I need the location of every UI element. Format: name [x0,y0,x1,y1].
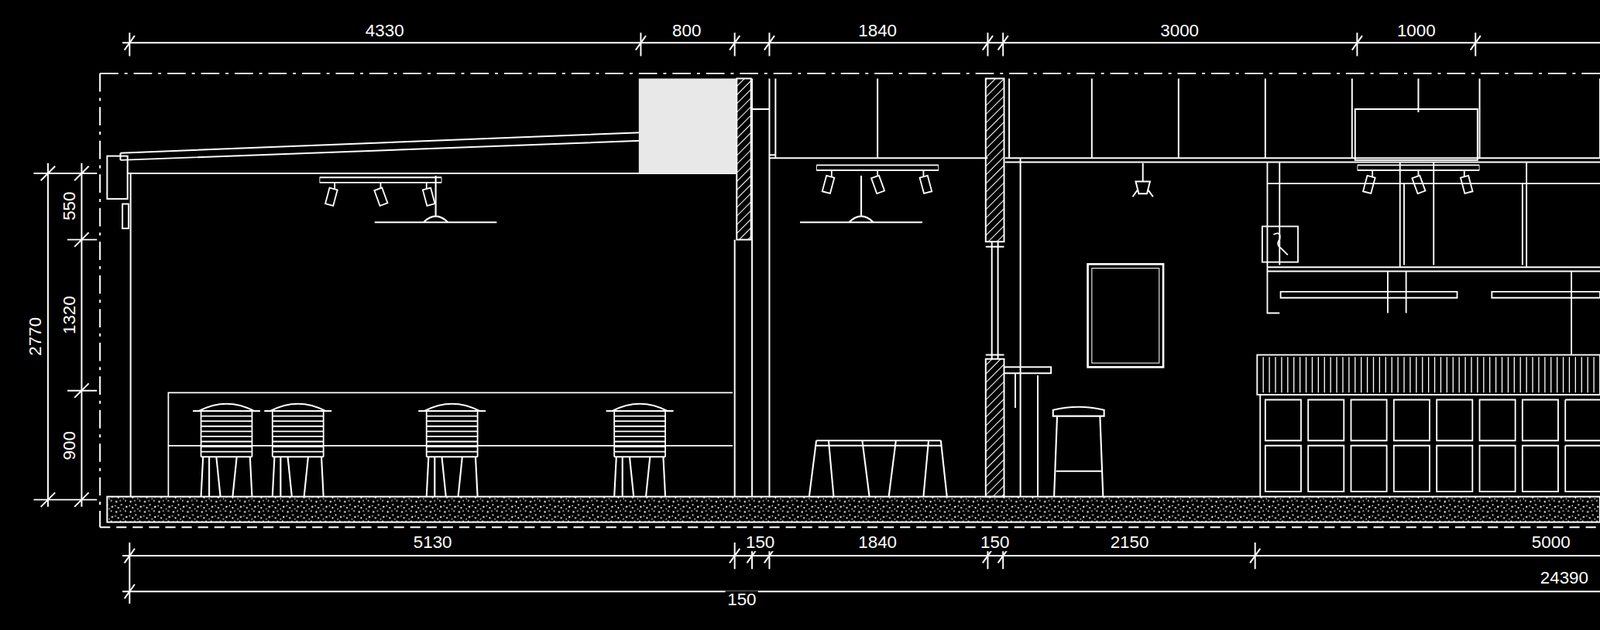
bench [168,392,733,497]
dimension-label: 3000 [1158,21,1202,39]
dimension-label: 1840 [856,534,900,552]
dimension-label: 1840 [856,21,900,39]
bar-stool [1053,407,1105,498]
dimension-label: 1320 [60,294,78,337]
dimension-label: 550 [60,189,78,224]
dimension-label: 800 [669,21,704,39]
dimension-label: 150 [743,534,777,552]
dimension-label: 2150 [1108,534,1151,552]
dimension-label: 5000 [1529,534,1573,552]
dimension-label: 24390 [1538,569,1591,588]
dimension-label: 150 [978,534,1012,552]
track-light [816,164,939,194]
left-structure [106,78,770,497]
dimension-label: 4330 [363,21,406,39]
counter [1256,355,1600,498]
right-ceiling [1005,78,1600,162]
pendant-light [1133,163,1154,197]
dimension-label: 5130 [411,534,454,552]
dimension-label: 1000 [1394,21,1438,39]
chair [606,404,674,498]
ceiling-fan [374,175,498,224]
hatched-column [736,78,751,240]
middle-ceiling [769,78,988,158]
hatched-column [985,359,1005,498]
dimension-lines [33,32,1600,605]
picture-frame [1088,264,1164,368]
track-light [319,177,442,207]
ceiling-fan [800,175,923,224]
shelving [1262,161,1600,355]
roof-block [638,78,737,174]
dimension-label: 2770 [27,315,45,358]
picture-frame [1091,268,1160,364]
dimension-label: 150 [725,591,759,609]
reference-lines [99,73,1600,528]
chair [264,404,332,498]
partition-lines [985,157,1051,497]
hatched-column [985,78,1005,242]
track-light [1356,164,1480,194]
table [809,440,948,497]
floor-slab [106,497,1600,523]
chair [192,404,261,498]
chair [418,404,486,498]
dimension-label: 900 [60,429,78,463]
